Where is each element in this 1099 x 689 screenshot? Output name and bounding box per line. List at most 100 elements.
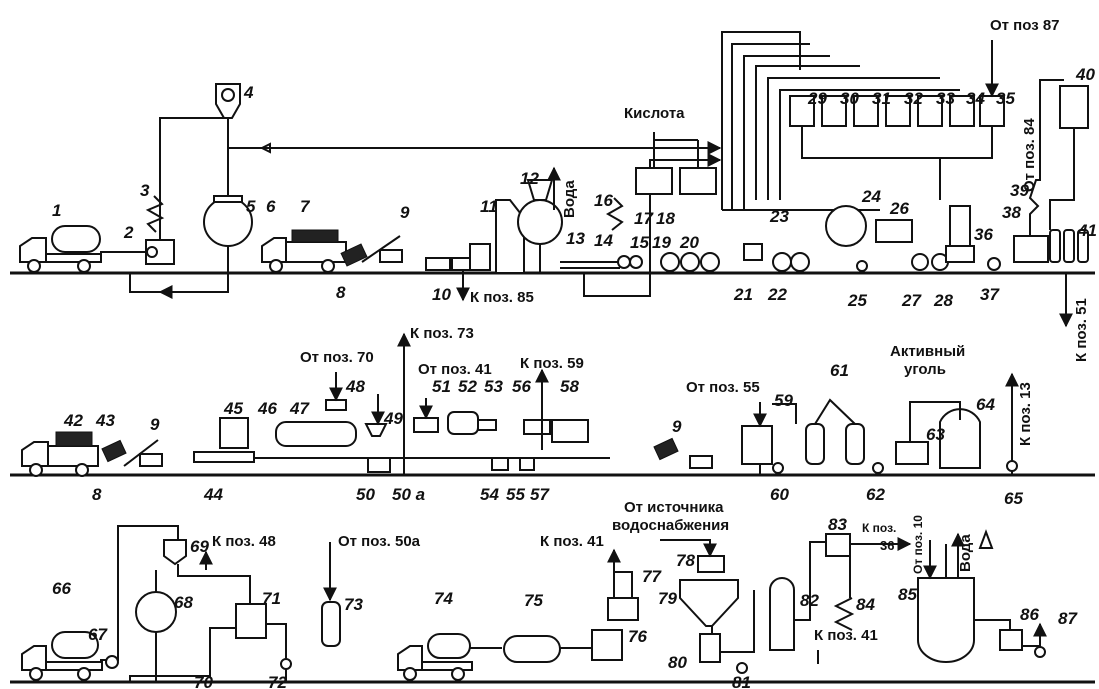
truck-42 <box>22 432 98 476</box>
hopper-49 <box>366 424 386 436</box>
label-kislota: Кислота <box>624 105 685 122</box>
pos-13: 13 <box>566 229 585 248</box>
tank-68 <box>136 570 176 682</box>
valve-72 <box>281 659 291 669</box>
pos-78: 78 <box>676 551 695 570</box>
truck-7 <box>262 230 346 272</box>
pos-75: 75 <box>524 591 543 610</box>
hopper-79 <box>680 580 738 626</box>
tank-71 <box>236 604 266 638</box>
label-k-poz-41-b: К поз. 41 <box>814 627 878 644</box>
pos-53: 53 <box>484 377 503 396</box>
label-ot-poz-87: От поз 87 <box>990 17 1060 34</box>
label-ot-poz-84: От поз. 84 <box>1021 118 1038 192</box>
dosers-29-35 <box>790 40 1004 200</box>
reactor-85 <box>918 532 992 662</box>
label-k-poz-13: К поз. 13 <box>1017 382 1034 446</box>
pos-36: 36 <box>974 225 993 244</box>
conveyor-9 <box>362 236 402 262</box>
pos-19: 19 <box>652 233 671 252</box>
pos-74: 74 <box>434 589 453 608</box>
label-ot-istochnika: От источника <box>624 499 724 516</box>
pos-68: 68 <box>174 593 193 612</box>
pos-81: 81 <box>732 673 751 689</box>
pos-9-row2: 9 <box>150 415 160 434</box>
pos-73: 73 <box>344 595 363 614</box>
label-ot-poz-50a: От поз. 50а <box>338 533 421 550</box>
pos-57: 57 <box>530 485 550 504</box>
label-k-poz-85: К поз. 85 <box>470 289 534 306</box>
pos-7: 7 <box>300 197 311 216</box>
pos-60: 60 <box>770 485 789 504</box>
pos-25: 25 <box>847 291 867 310</box>
tank-5 <box>204 196 252 273</box>
pos-63: 63 <box>926 425 945 444</box>
label-voda-1: Вода <box>561 180 578 218</box>
row-2: 42 43 9 8 44 45 46 47 48 49 50 50 а 51 5… <box>10 325 1095 508</box>
labels-row-2: 42 43 9 8 44 45 46 47 48 49 50 50 а 51 5… <box>63 325 1034 508</box>
pos-41: 41 <box>1077 221 1097 240</box>
pos-69: 69 <box>190 537 209 556</box>
pos-47: 47 <box>289 399 310 418</box>
pump-2 <box>146 240 174 264</box>
pos-8-row2: 8 <box>92 485 102 504</box>
acid-dosers-18 <box>636 132 716 194</box>
label-ot-poz-41: От поз. 41 <box>418 361 492 378</box>
pos-16: 16 <box>594 191 613 210</box>
tank-75 <box>504 636 560 662</box>
label-ot-poz-10: От поз. 10 <box>911 515 925 574</box>
pos-21: 21 <box>733 285 753 304</box>
pos-18: 18 <box>656 209 675 228</box>
pos-32: 32 <box>904 89 923 108</box>
label-voda-2: Вода <box>957 534 974 572</box>
pos-2: 2 <box>123 223 134 242</box>
tanks-59-61 <box>742 400 864 475</box>
pos-40: 40 <box>1075 65 1095 84</box>
pos-12: 12 <box>520 169 539 188</box>
pos-34: 34 <box>966 89 985 108</box>
label-36: 36 <box>880 538 894 553</box>
filter-4 <box>216 84 240 118</box>
pos-67: 67 <box>88 625 108 644</box>
pos-80: 80 <box>668 653 687 672</box>
pos-14: 14 <box>594 231 613 250</box>
pos-77: 77 <box>642 567 662 586</box>
pos-49: 49 <box>383 409 403 428</box>
pos-61: 61 <box>830 361 849 380</box>
pos-10: 10 <box>432 285 451 304</box>
pos-56: 56 <box>512 377 531 396</box>
filter-69 <box>164 540 186 564</box>
label-ot-poz-55: От поз. 55 <box>686 379 760 396</box>
pos-82: 82 <box>800 591 819 610</box>
pos-45: 45 <box>223 399 243 418</box>
valve-81 <box>737 663 747 673</box>
coil-84 <box>836 598 852 630</box>
tank-83 <box>826 534 850 556</box>
pos-31: 31 <box>872 89 891 108</box>
pos-3: 3 <box>140 181 150 200</box>
tank-78 <box>698 556 724 572</box>
filters-77 <box>608 572 638 620</box>
unloader-8b <box>102 440 126 461</box>
pos-11: 11 <box>480 197 498 216</box>
pos-22: 22 <box>767 285 787 304</box>
pos-46: 46 <box>257 399 277 418</box>
label-k-poz-51: К поз. 51 <box>1073 298 1090 362</box>
unloader-9b <box>654 438 678 459</box>
pos-86: 86 <box>1020 605 1039 624</box>
pos-4: 4 <box>243 83 254 102</box>
tank-80 <box>700 634 720 662</box>
pos-64: 64 <box>976 395 995 414</box>
pos-59: 59 <box>774 391 793 410</box>
pos-62: 62 <box>866 485 885 504</box>
pos-30: 30 <box>840 89 859 108</box>
pos-50: 50 <box>356 485 375 504</box>
pos-83: 83 <box>828 515 847 534</box>
pos-70: 70 <box>194 673 213 689</box>
pos-28: 28 <box>933 291 953 310</box>
pos-87: 87 <box>1058 609 1078 628</box>
tank-truck-1 <box>20 226 101 272</box>
tank-40 <box>1050 86 1088 230</box>
pos-66: 66 <box>52 579 71 598</box>
